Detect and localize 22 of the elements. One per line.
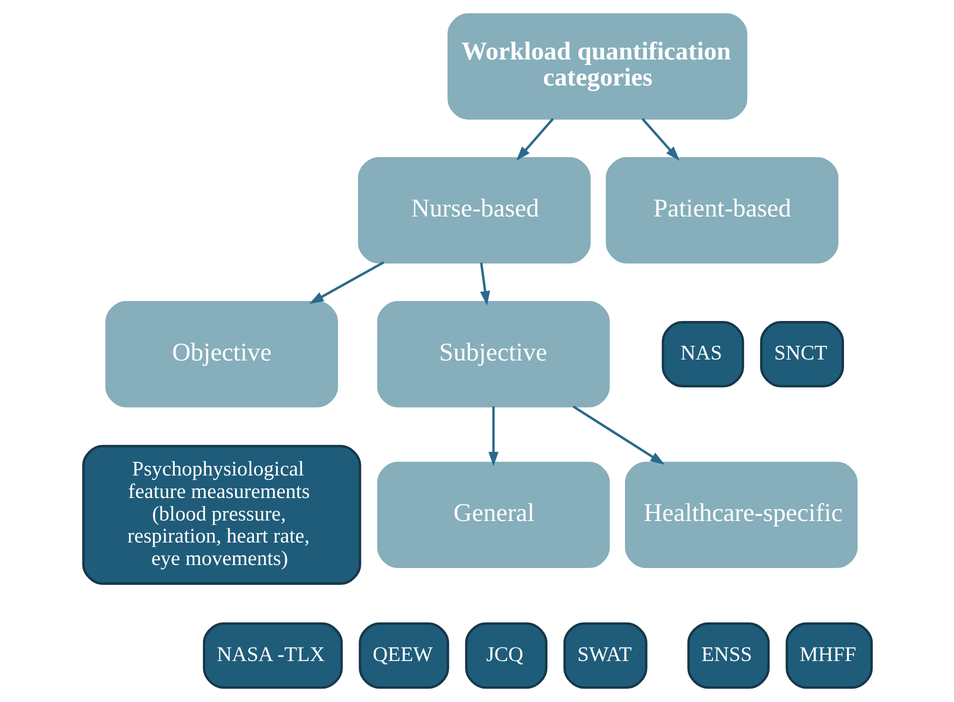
node-box: Psychophysiological feature measurements (blood pressure, respiration, heart rate, eye movements) xyxy=(82,444,361,585)
node-box: MHFF xyxy=(785,622,872,689)
node-box: NASA -TLX xyxy=(202,622,342,689)
arrow xyxy=(480,262,490,306)
arrow xyxy=(641,118,680,161)
arrow xyxy=(488,406,498,466)
node-box: Workload quantification categories xyxy=(447,13,747,120)
node-box: NAS xyxy=(661,321,744,388)
node-box: Objective xyxy=(104,301,338,408)
node-box: SNCT xyxy=(760,321,844,388)
node-box: ENSS xyxy=(686,622,770,689)
node-box: Healthcare-specific xyxy=(624,462,858,568)
arrow xyxy=(572,405,664,465)
node-box: Subjective xyxy=(376,301,610,408)
node-box: Patient-based xyxy=(605,157,838,264)
arrow xyxy=(516,118,554,161)
node-box: JCQ xyxy=(464,622,547,689)
node-box: SWAT xyxy=(562,622,647,689)
arrow xyxy=(308,261,384,304)
node-box: General xyxy=(376,462,610,568)
node-box: Nurse-based xyxy=(358,157,590,264)
node-box: QEEW xyxy=(358,622,449,689)
